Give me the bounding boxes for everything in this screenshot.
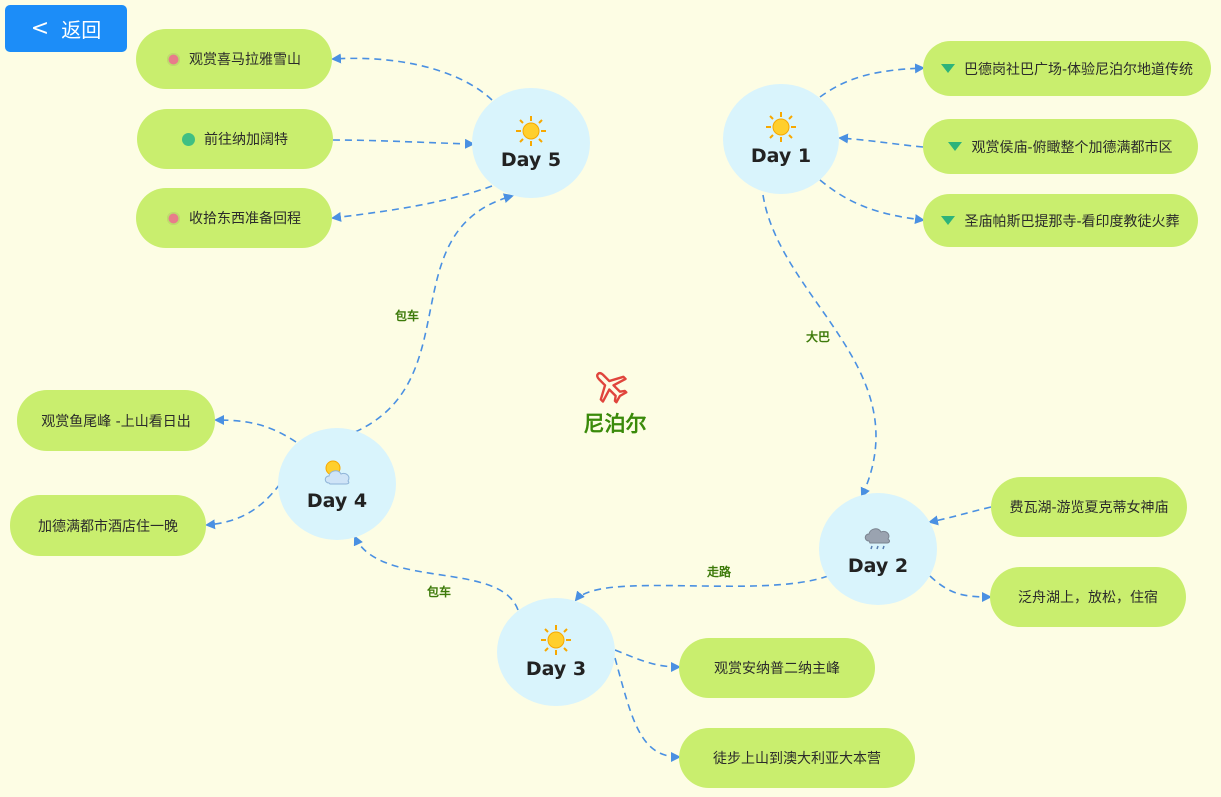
sun-icon [541,625,571,655]
day-node-1[interactable]: Day 1 [723,84,839,194]
edge-day1-day2 [762,194,877,498]
priority-dot-icon [182,132,195,146]
activity-label: 加德满都市酒店住一晚 [38,518,178,535]
chevron-left-icon: < [30,15,50,41]
day-label: Day 3 [525,658,587,680]
activity-node[interactable]: 泛舟湖上，放松，住宿 [990,567,1186,627]
priority-dot-icon [167,52,180,66]
edge-day5-act3 [331,185,493,222]
activity-label: 收拾东西准备回程 [189,211,301,227]
edge-day5-act1 [331,53,493,101]
sun-icon [516,116,546,146]
transport-label: 包车 [395,309,420,323]
activity-node[interactable]: 收拾东西准备回程 [136,188,332,248]
activity-node[interactable]: 巴德岗社巴广场-体验尼泊尔地道传统 [923,41,1211,96]
transport-label: 走路 [707,565,732,579]
triangle-down-icon [940,64,955,73]
day-label: Day 1 [750,145,812,167]
destination-title: 尼泊尔 [583,412,647,436]
sun-icon [766,112,796,142]
activity-label: 前往纳加阔特 [204,132,288,148]
activity-label: 观赏安纳普二纳主峰 [714,661,840,677]
edge-day3-act2 [614,657,681,762]
activity-label: 观赏鱼尾峰 -上山看日出 [41,413,191,430]
day-node-4[interactable]: Day 4 [278,428,396,540]
activity-label: 观赏喜马拉雅雪山 [189,52,301,68]
activity-label: 费瓦湖-游览夏克蒂女神庙 [1009,500,1169,516]
triangle-down-icon [948,142,963,151]
activity-node[interactable]: 圣庙帕斯巴提那寺-看印度教徒火葬 [923,194,1198,247]
activity-label: 泛舟湖上，放松，住宿 [1018,590,1158,606]
activity-node[interactable]: 观赏安纳普二纳主峰 [679,638,875,698]
activity-label: 徒步上山到澳大利亚大本营 [713,751,881,767]
triangle-down-icon [941,216,956,225]
activity-node[interactable]: 加德满都市酒店住一晚 [10,495,206,556]
back-button-label: 返回 [61,18,102,42]
day-label: Day 2 [847,555,909,577]
day-node-3[interactable]: Day 3 [497,598,615,706]
activity-node[interactable]: 费瓦湖-游览夏克蒂女神庙 [991,477,1187,537]
edge-day1-act2 [838,133,924,148]
priority-dot-icon [167,211,180,225]
day-label: Day 4 [306,490,368,512]
edge-day2-day3 [574,575,829,602]
activity-node[interactable]: 观赏侯庙-俯瞰整个加德满都市区 [923,119,1198,174]
edge-day3-day4 [353,535,519,611]
activity-label: 巴德岗社巴广场-体验尼泊尔地道传统 [963,61,1194,78]
activity-node[interactable]: 观赏鱼尾峰 -上山看日出 [17,390,215,451]
activity-node[interactable]: 前往纳加阔特 [137,109,333,169]
edge-day4-day5 [354,193,514,433]
airplane-icon [596,372,628,404]
rain-cloud-icon [864,528,891,550]
day-node-2[interactable]: Day 2 [819,493,937,605]
activity-label: 圣庙帕斯巴提那寺-看印度教徒火葬 [964,213,1180,230]
partly-cloudy-icon [324,460,350,485]
day-label: Day 5 [500,149,562,171]
edge-day3-act1 [614,649,681,672]
edge-day4-act2 [205,483,281,530]
activity-node[interactable]: 徒步上山到澳大利亚大本营 [679,728,915,788]
edge-day4-act1 [214,415,297,443]
back-button[interactable]: < 返回 [5,5,127,52]
edge-day2-act2 [929,575,992,602]
activity-label: 观赏侯庙-俯瞰整个加德满都市区 [971,139,1173,156]
edge-day5-act2 [332,138,475,149]
day-node-5[interactable]: Day 5 [472,88,590,198]
transport-label: 大巴 [806,330,831,344]
activity-node[interactable]: 观赏喜马拉雅雪山 [136,29,332,89]
edge-day1-act3 [819,179,925,225]
edge-day2-act1 [928,506,992,526]
edge-day1-act1 [819,63,925,98]
transport-label: 包车 [427,585,452,599]
